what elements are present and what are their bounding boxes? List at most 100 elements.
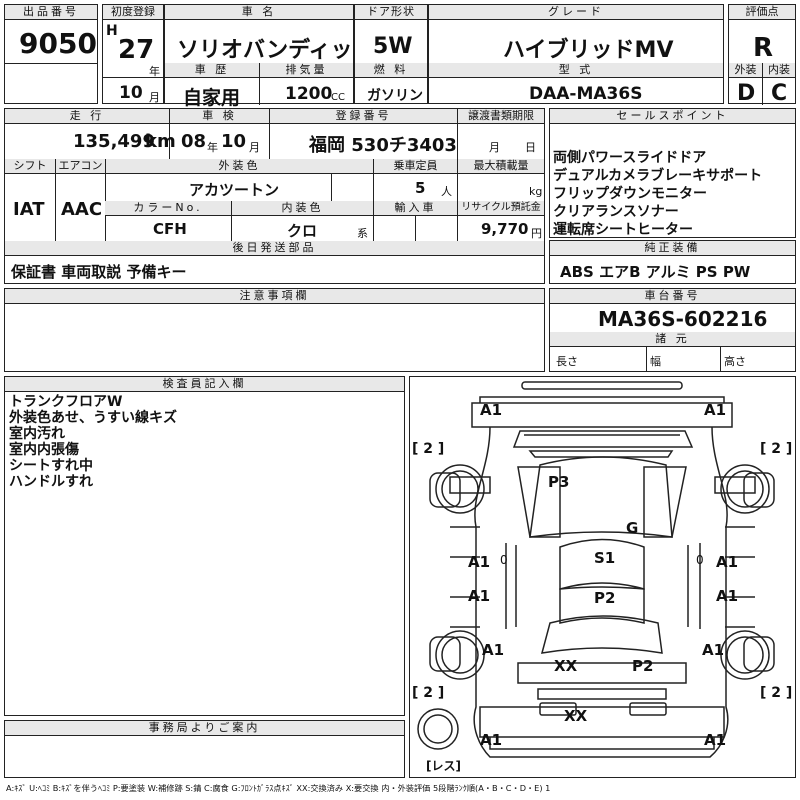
car-diagram: A1 A1 [ 2 ] [ 2 ] P3 G A1 0 S1 0 A1 A1 P…	[409, 376, 796, 778]
year-unit: 年	[149, 65, 160, 78]
displacement-label: 排気量	[259, 63, 353, 78]
recycle-fee: 9,770	[481, 220, 529, 238]
sales-item: フリップダウンモニター	[553, 186, 707, 202]
door-label: ドア形状	[355, 5, 427, 20]
damage-a1-bottom-right: A1	[702, 641, 725, 659]
damage-a1-rear-right: A1	[704, 731, 727, 749]
capacity: 5	[415, 179, 426, 197]
later-parts-label: 後日発送部品	[5, 241, 544, 256]
colorno-label: カラーNo.	[105, 201, 231, 216]
plate-label: 登録番号	[269, 109, 457, 124]
capacity-label: 乗車定員	[373, 159, 457, 174]
bracket-bottom-left: [ 2 ]	[412, 685, 445, 701]
reg-label: 初度登録	[103, 5, 163, 20]
spec-width: 幅	[650, 355, 661, 368]
sales-item: 運転席シートヒーター	[553, 222, 693, 238]
ac: AAC	[61, 199, 103, 220]
grade-box: グレード ハイブリッドMV 型 式 DAA-MA36S	[428, 4, 724, 104]
interior-suffix: 系	[357, 227, 368, 240]
door-box: ドア形状 5W 燃 料 ガソリン	[354, 4, 428, 104]
damage-xx-left: XX	[554, 657, 578, 675]
reg-month: 10	[119, 83, 143, 103]
cc-unit: CC	[331, 92, 345, 103]
load-label: 最大積載量	[457, 159, 544, 174]
spec-height: 高さ	[724, 355, 746, 368]
ac-label: エアコン	[55, 159, 105, 174]
model-code: DAA-MA36S	[529, 84, 643, 104]
name-label: 車 名	[165, 5, 353, 20]
plate-number: 福岡 530チ3403	[309, 135, 457, 156]
recycle-unit: 円	[531, 227, 542, 240]
damage-xx-center: XX	[564, 707, 588, 725]
interior-label: 内装色	[231, 201, 373, 216]
car-name: ソリオバンディット	[177, 38, 375, 63]
damage-a1-top-left: A1	[480, 401, 503, 419]
inspector-item: シートすれ中	[9, 458, 93, 474]
equipment-label: 純正装備	[550, 241, 795, 256]
sales-list: 両側パワースライドドア デュアルカメラブレーキサポート フリップダウンモニター …	[553, 149, 762, 239]
recycle-label: リサイクル預託金	[457, 201, 544, 216]
score-box: 評価点 R 外装 内装 D C	[728, 4, 796, 106]
spec-label: 諸 元	[550, 332, 795, 347]
era: H	[106, 23, 118, 39]
color-number: CFH	[153, 220, 187, 238]
mileage-label: 走 行	[5, 109, 169, 124]
grade: ハイブリッドMV	[503, 38, 674, 63]
legend: A:ｷｽﾞ U:ﾍｺﾐ B:ｷｽﾞを伴うﾍｺﾐ P:要塗装 W:補修跡 S:錆 …	[6, 783, 551, 793]
bracket-top-left: [ 2 ]	[412, 441, 445, 457]
ext-label: 外装	[729, 63, 762, 78]
registration-box: 初度登録 H 27 年 10 月	[102, 4, 164, 104]
history-label: 車 歴	[165, 63, 259, 78]
inspector-label: 検査員記入欄	[5, 377, 404, 392]
damage-p2-center: P2	[594, 589, 616, 607]
equipment: ABS エアB アルミ PS PW	[560, 263, 751, 281]
door-type: 5W	[373, 34, 413, 59]
transfer-label: 譲渡書類期限	[457, 109, 544, 124]
inspector-item: ハンドルすれ	[9, 474, 93, 490]
office-box: 事務局よりご案内	[4, 720, 405, 778]
month-unit: 月	[149, 91, 160, 104]
mileage-unit: km	[145, 131, 176, 152]
sales-item: クリアランスソナー	[553, 204, 679, 220]
damage-a1-bottom-left: A1	[482, 641, 505, 659]
displacement: 1200	[285, 84, 333, 104]
inspector-box: 検査員記入欄 トランクフロアW 外装色あせ、うすい線キズ 室内汚れ 室内内張傷 …	[4, 376, 405, 716]
office-label: 事務局よりご案内	[5, 721, 404, 736]
damage-s1: S1	[594, 549, 616, 567]
inspector-item: 室内内張傷	[9, 442, 79, 458]
lot-box: 出品番号 9050	[4, 4, 98, 104]
fuel-label: 燃 料	[355, 63, 427, 78]
notes-label: 注意事項欄	[5, 289, 544, 304]
inspection-year-unit: 年	[207, 141, 218, 154]
lot-label: 出品番号	[5, 5, 97, 20]
damage-a1-mid-right: A1	[716, 553, 739, 571]
damage-a1-mid-right-2: A1	[716, 587, 739, 605]
later-parts: 保証書 車両取説 予備キー	[11, 263, 187, 281]
spec-length: 長さ	[556, 355, 578, 368]
car-outline	[417, 381, 775, 758]
car-history: 自家用	[183, 87, 241, 109]
damage-g: G	[626, 519, 639, 537]
inspector-item: トランクフロアW	[9, 394, 123, 410]
damage-a1-rear-left: A1	[480, 731, 503, 749]
damage-a1-mid-left-2: A1	[468, 587, 491, 605]
chassis-label: 車台番号	[550, 289, 795, 304]
inspection-month: 10	[221, 131, 247, 152]
capacity-unit: 人	[441, 185, 452, 198]
damage-a1-mid-left: A1	[468, 553, 491, 571]
later-parts-box: 保証書 車両取説 予備キー	[4, 255, 545, 284]
name-box: 車 名 ソリオバンディット 車 歴 排気量 自家用 1200 CC	[164, 4, 375, 109]
damage-zero-left: 0	[500, 553, 508, 567]
inspector-item: 外装色あせ、うすい線キズ	[9, 410, 177, 426]
reg-year: 27	[118, 35, 155, 65]
damage-p2-right: P2	[632, 657, 654, 675]
import-label: 輸入車	[373, 201, 457, 216]
ext-score: D	[737, 81, 756, 106]
fuel-type: ガソリン	[367, 88, 423, 104]
inspector-list: トランクフロアW 外装色あせ、うすい線キズ 室内汚れ 室内内張傷 シートすれ中 …	[9, 394, 177, 490]
inspection-label: 車 検	[169, 109, 269, 124]
chassis-number: MA36S-602216	[598, 307, 768, 331]
damage-zero-right: 0	[696, 553, 704, 567]
inspection-month-unit: 月	[249, 141, 260, 154]
equipment-box: 純正装備 ABS エアB アルミ PS PW	[549, 240, 796, 284]
